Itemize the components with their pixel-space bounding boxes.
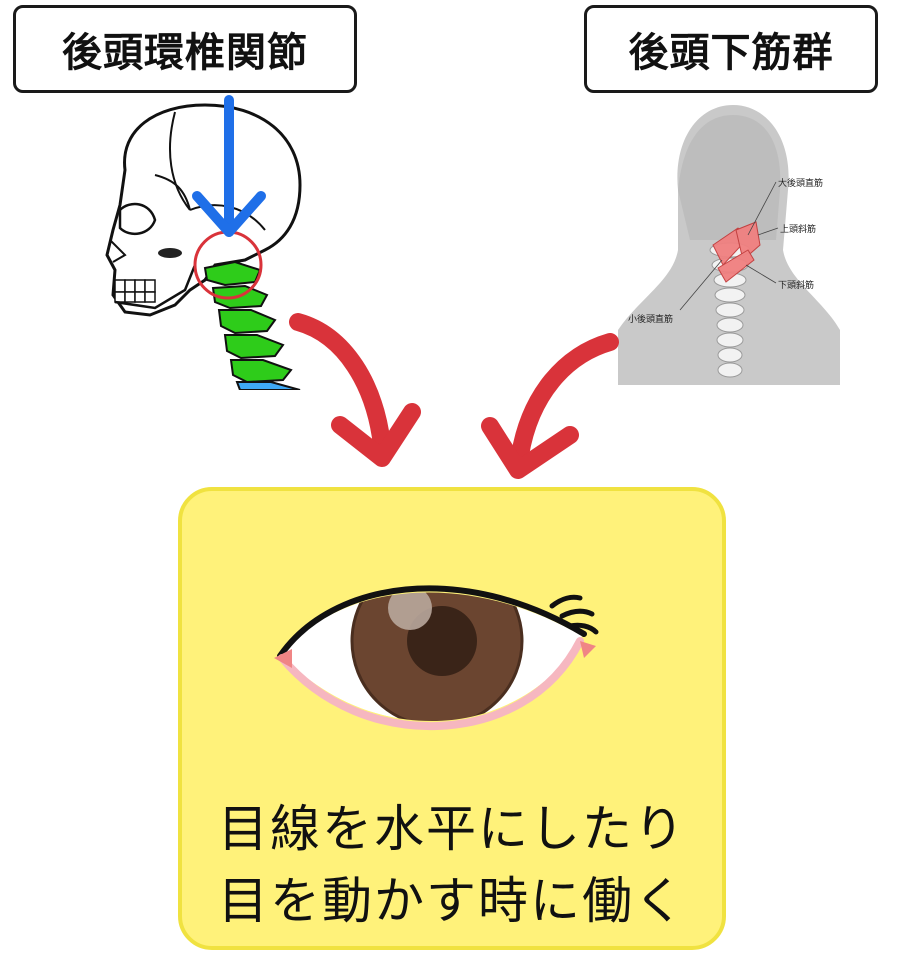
muscle-title-box: 後頭下筋群: [584, 5, 878, 93]
result-text-line-2: 目を動かす時に働く: [218, 872, 686, 930]
red-curved-arrow-left-icon: [289, 313, 421, 467]
result-text-line-1: 目線を水平にしたり: [218, 800, 686, 858]
neck-muscle-icon: 大後頭直筋 上頭斜筋 下頭斜筋 小後頭直筋: [618, 100, 840, 385]
muscle-title: 後頭下筋群: [628, 30, 834, 76]
joint-title: 後頭環椎関節: [62, 30, 308, 76]
result-box: 目線を水平にしたり 目を動かす時に働く: [178, 487, 726, 950]
skull-icon: [105, 103, 302, 390]
red-curved-arrow-right-icon: [481, 333, 619, 479]
muscle-label-obliquus-inferior: 下頭斜筋: [778, 279, 814, 291]
muscle-label-rectus-minor: 小後頭直筋: [628, 313, 673, 325]
muscle-label-rectus-major: 大後頭直筋: [778, 177, 823, 189]
muscle-label-obliquus-superior: 上頭斜筋: [780, 223, 816, 235]
joint-title-box: 後頭環椎関節: [13, 5, 357, 93]
eye-icon: [262, 546, 622, 746]
